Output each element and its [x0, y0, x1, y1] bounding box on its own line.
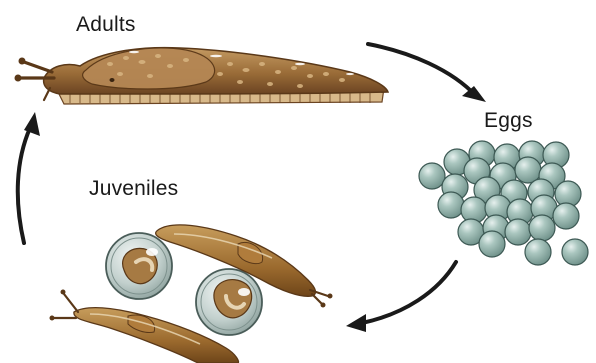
label-eggs: Eggs — [484, 109, 533, 133]
label-juveniles: Juveniles — [89, 177, 178, 201]
arrow-eggs-to-juveniles-head — [346, 314, 366, 332]
hatching-egg-1 — [106, 233, 172, 299]
label-adults: Adults — [76, 13, 136, 37]
egg-cluster-illustration — [419, 141, 588, 265]
adult-slug-illustration — [15, 48, 389, 104]
juveniles-illustration — [50, 225, 333, 363]
hatching-egg-2 — [196, 269, 262, 335]
arrow-eggs-to-juveniles — [362, 262, 456, 323]
arrow-juveniles-to-adults — [18, 128, 30, 243]
